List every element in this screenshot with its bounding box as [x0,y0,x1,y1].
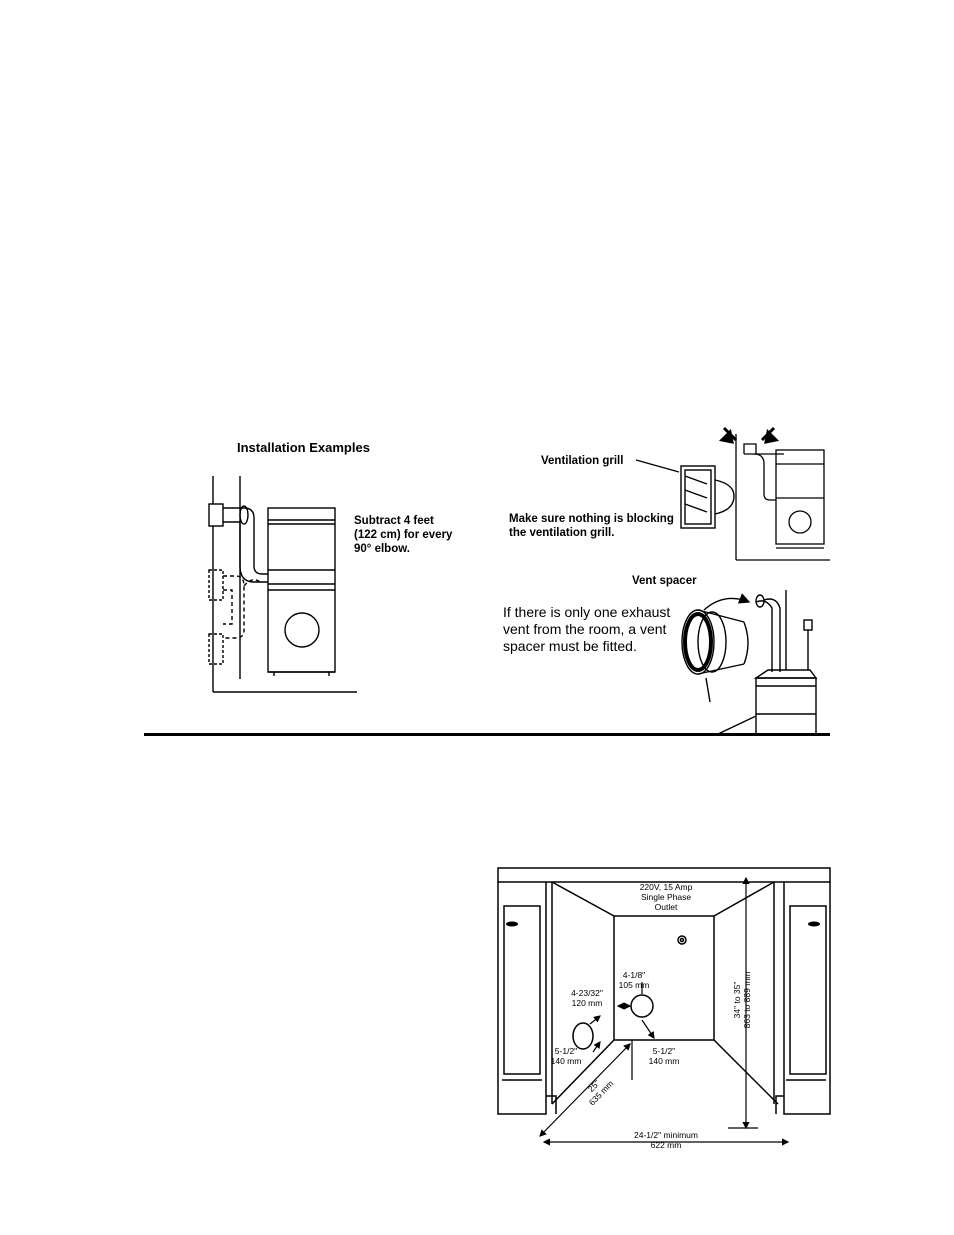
section-divider [144,733,830,736]
installation-examples-figure: Installation Examples [144,424,830,736]
dim-height-inch: 34" to 35" [732,982,742,1019]
dim-width-mm: 622 mm [651,1140,682,1150]
dim-4-23-32-mm: 120 mm [572,998,603,1008]
vent-spacer-illustration [681,590,818,735]
outlet-label-line-1: 220V, 15 Amp [640,882,693,892]
airflow-arrow-icon [718,426,738,444]
cabinet-handle-icon [808,921,820,927]
dim-4-1-8-inch: 4-1/8" [623,970,645,980]
ventilation-grill-icon [680,465,735,529]
dim-height-mm: 863 to 889 mm [742,972,752,1029]
dim-4-23-32-inch: 4-23/32" [571,988,603,998]
installation-heading: Installation Examples [237,440,370,455]
dim-width-inch: 24-1/2" minimum [634,1130,698,1140]
outlet-label-line-3: Outlet [655,902,678,912]
grill-note-line-1: Make sure nothing is blocking [509,513,674,525]
alcove-dimensions-figure: 220V, 15 Amp Single Phase Outlet 4-1/8" … [496,866,832,1152]
dim-5-1-2-left-inch: 5-1/2" [555,1046,577,1056]
outlet-label-line-2: Single Phase [641,892,691,902]
installation-illustration: Installation Examples [208,426,830,735]
elbow-note-line-3: 90° elbow. [354,543,410,555]
spacer-note-line-2: vent from the room, a vent [503,621,667,637]
stacked-dryer-illustration [208,476,357,693]
ventilation-grill-label: Ventilation grill [541,455,623,467]
grill-pointer-line [635,459,680,473]
airflow-arrow-icon [760,426,780,444]
elbow-note-line-2: (122 cm) for every [354,529,453,541]
cabinet-handle-icon [506,921,518,927]
spacer-note-line-1: If there is only one exhaust [503,604,670,620]
alcove-airflow-illustration [735,434,830,561]
grill-note-line-2: the ventilation grill. [509,527,614,539]
spacer-note-line-3: spacer must be fitted. [503,638,637,654]
dim-5-1-2-left-mm: 140 mm [551,1056,582,1066]
alcove-dimensions-diagram: 220V, 15 Amp Single Phase Outlet 4-1/8" … [497,867,831,1150]
dimension-labels: 220V, 15 Amp Single Phase Outlet 4-1/8" … [551,882,752,1150]
dim-5-1-2-right-inch: 5-1/2" [653,1046,675,1056]
dimension-lines [539,876,790,1146]
elbow-note-line-1: Subtract 4 feet [354,515,434,527]
dim-4-1-8-mm: 105 mm [619,980,650,990]
vent-spacer-label: Vent spacer [632,575,697,587]
dim-5-1-2-right-mm: 140 mm [649,1056,680,1066]
